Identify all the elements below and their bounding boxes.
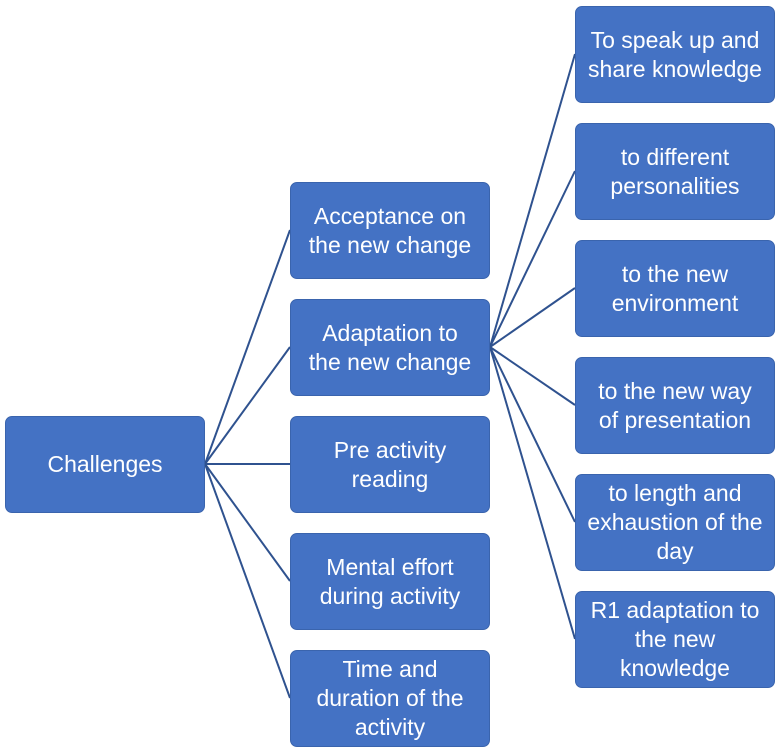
connector-root-mental-effort [204, 463, 291, 582]
connector-root-time-duration [204, 463, 291, 699]
connector-adaptation-environment [489, 287, 576, 348]
node-adaptation-to-the-new-change: Adaptation to the new change [290, 299, 490, 396]
node-mental-effort-during-activity: Mental effort during activity [290, 533, 490, 630]
connector-adaptation-speak-up [489, 53, 576, 348]
connector-root-acceptance [204, 229, 291, 465]
connector-adaptation-personalities [489, 170, 576, 348]
connector-root-adaptation [204, 346, 291, 465]
connector-adaptation-presentation [489, 346, 576, 406]
node-acceptance-on-the-new-change: Acceptance on the new change [290, 182, 490, 279]
node-to-length-and-exhaustion-of-the-day: to length and exhaustion of the day [575, 474, 775, 571]
node-to-speak-up-and-share-knowledge: To speak up and share knowledge [575, 6, 775, 103]
node-challenges: Challenges [5, 416, 205, 513]
node-r1-adaptation-to-the-new-knowledge: R1 adaptation to the new knowledge [575, 591, 775, 688]
connector-adaptation-length [489, 346, 576, 523]
node-pre-activity-reading: Pre activity reading [290, 416, 490, 513]
node-to-different-personalities: to different personalities [575, 123, 775, 220]
connector-adaptation-knowledge [489, 346, 576, 640]
node-to-the-new-environment: to the new environment [575, 240, 775, 337]
node-time-and-duration-of-the-activity: Time and duration of the activity [290, 650, 490, 747]
node-to-the-new-way-of-presentation: to the new way of presentation [575, 357, 775, 454]
